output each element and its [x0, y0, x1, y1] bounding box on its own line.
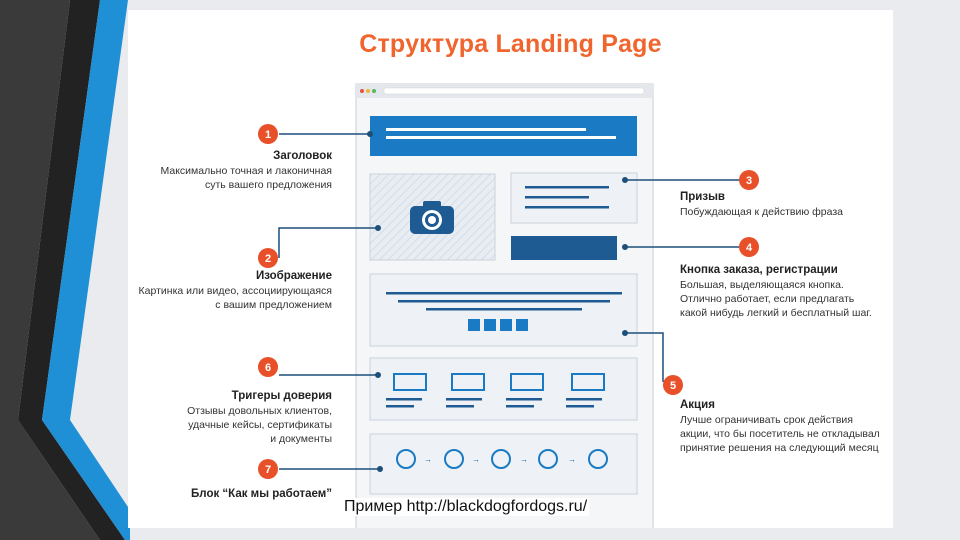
svg-text:→: → [568, 455, 576, 464]
svg-text:5: 5 [670, 380, 676, 392]
badge-5: 5 [663, 375, 683, 395]
content-panel: Структура Landing Page [128, 10, 893, 528]
badge-7: 7 [258, 459, 278, 479]
page-title: Структура Landing Page [359, 30, 662, 58]
badge-4: 4 [739, 237, 759, 257]
badge-2: 2 [258, 248, 278, 268]
badge-3: 3 [739, 170, 759, 190]
annotation-call: Призыв Побуждающая к действию фраза [680, 191, 843, 218]
annotation-trust: Тригеры доверия Отзывы довольных клиенто… [187, 390, 332, 445]
annotation-image: Изображение Картинка или видео, ассоциир… [138, 270, 332, 311]
landing-wireframe: → → → → [258, 83, 759, 528]
annotation-header: Заголовок Максимально точная и лаконична… [160, 150, 332, 191]
svg-text:4: 4 [746, 242, 753, 254]
svg-text:3: 3 [746, 175, 752, 187]
badge-1: 1 [258, 124, 278, 144]
camera-icon [410, 201, 454, 234]
how-we-work-block [369, 433, 638, 495]
annotation-promo: Акция Лучше ограничивать срок действия а… [680, 399, 880, 454]
order-button-block [511, 236, 617, 260]
decorative-stripes [0, 0, 130, 540]
svg-text:7: 7 [265, 464, 271, 476]
svg-text:→: → [472, 455, 480, 464]
svg-text:2: 2 [265, 253, 271, 265]
badge-6: 6 [258, 357, 278, 377]
svg-text:6: 6 [265, 362, 271, 374]
annotation-order-button: Кнопка заказа, регистрации Большая, выде… [680, 264, 872, 319]
svg-text:1: 1 [265, 129, 271, 141]
svg-text:→: → [520, 455, 528, 464]
footer-caption: Пример http://blackdogfordogs.ru/ [342, 498, 590, 516]
annotation-how-we-work: Блок “Как мы работаем” [191, 488, 332, 500]
svg-text:→: → [424, 455, 432, 464]
